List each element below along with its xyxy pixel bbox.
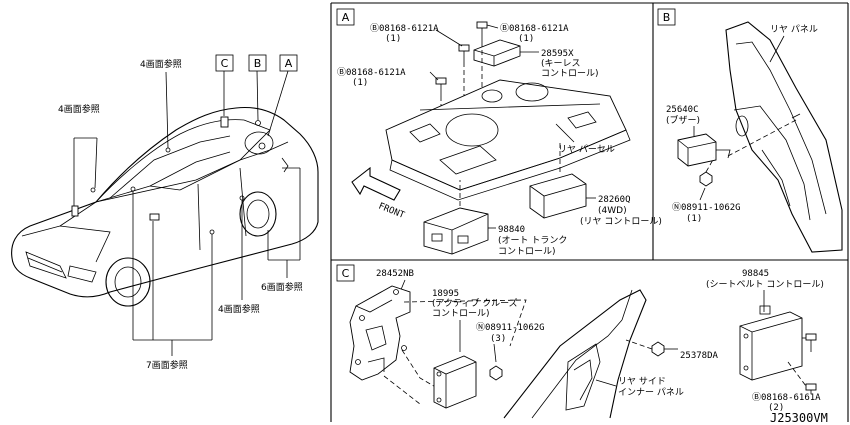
seatbelt-bolt-code: Ⓑ08168-6161A bbox=[752, 392, 821, 403]
c-nut-qty: (3) bbox=[490, 334, 506, 344]
car-callouts: C B A 4画面参照 4画面参照 6画面参照 4画面参照 7画面参照 bbox=[58, 54, 303, 371]
nut-icon bbox=[699, 171, 713, 187]
svg-text:C: C bbox=[221, 57, 229, 70]
inner-panel-name2: インナー パネル bbox=[618, 387, 684, 398]
seatbelt-name: (シートベルト コントロール) bbox=[706, 280, 824, 290]
bolt2-qty: (1) bbox=[518, 34, 534, 44]
svg-text:B: B bbox=[663, 11, 671, 24]
clip-icon bbox=[651, 341, 678, 357]
cruise-code: 18995 bbox=[432, 289, 459, 299]
ref-4-bottom-label: 4画面参照 bbox=[218, 303, 260, 315]
buzzer-code: 25640C bbox=[666, 105, 699, 115]
cruise-name2: コントロール) bbox=[432, 309, 490, 319]
bolt2-code: Ⓑ08168-6121A bbox=[500, 23, 569, 34]
front-label: FRONT bbox=[377, 202, 406, 222]
ref-6-label: 6画面参照 bbox=[261, 281, 303, 293]
section-c: C 28452NB 18995 (アクティブ クルーズ コントロール) Ⓝ089… bbox=[336, 264, 828, 425]
ref-7-label: 7画面参照 bbox=[146, 359, 188, 371]
car-illustration bbox=[11, 106, 319, 307]
section-a: A Ⓑ08168-6121A (1) Ⓑ08168-6121A (1) Ⓑ081… bbox=[336, 8, 662, 257]
bracket-code: 28452NB bbox=[376, 269, 414, 279]
section-frames bbox=[330, 2, 849, 422]
bolt1-qty: (1) bbox=[385, 34, 401, 44]
diagram-id: J25300VM bbox=[770, 411, 828, 425]
seatbelt-code: 98845 bbox=[742, 269, 769, 279]
4wd-name2: (リヤ コントロール) bbox=[580, 217, 662, 227]
clip-code: 25378DA bbox=[680, 351, 719, 361]
keyless-code: 28595X bbox=[541, 49, 574, 59]
svg-text:B: B bbox=[254, 57, 262, 70]
svg-text:A: A bbox=[285, 57, 293, 70]
cruise-name: (アクティブ クルーズ bbox=[432, 297, 518, 309]
bolt3-code: Ⓑ08168-6121A bbox=[337, 67, 406, 78]
ref-4-top-label: 4画面参照 bbox=[140, 58, 182, 70]
bolt1-code: Ⓑ08168-6121A bbox=[370, 23, 439, 34]
buzzer-name: (ブザー) bbox=[666, 114, 700, 126]
b-nut-qty: (1) bbox=[686, 214, 702, 224]
bolt3-qty: (1) bbox=[352, 78, 368, 88]
4wd-name: (4WD) bbox=[598, 206, 627, 216]
ref-4-left-label: 4画面参照 bbox=[58, 103, 100, 115]
section-b: B リヤ パネル 25640C (ブザー) Ⓝ08911-1062G (1) bbox=[657, 8, 843, 253]
svg-text:C: C bbox=[342, 267, 350, 280]
rear-panel-label: リヤ パネル bbox=[770, 24, 818, 35]
keyless-name2: コントロール) bbox=[541, 69, 599, 79]
c-nut-code: Ⓝ08911-1062G bbox=[476, 322, 545, 333]
keyless-name: (キーレス bbox=[541, 59, 581, 69]
inner-panel-name: リヤ サイド bbox=[618, 376, 666, 387]
svg-text:A: A bbox=[342, 11, 350, 24]
bolt-icon bbox=[805, 333, 817, 394]
trunk-name: (オート トランク bbox=[498, 235, 567, 246]
trunk-code: 98840 bbox=[498, 225, 525, 235]
rear-parcel-label: リヤ パーセル bbox=[558, 144, 615, 155]
b-nut-code: Ⓝ08911-1062G bbox=[672, 202, 741, 213]
seatbelt-bolt-qty: (2) bbox=[768, 403, 784, 413]
trunk-name2: コントロール) bbox=[498, 247, 556, 257]
4wd-code: 28260Q bbox=[598, 195, 631, 205]
nut-icon bbox=[489, 365, 503, 381]
